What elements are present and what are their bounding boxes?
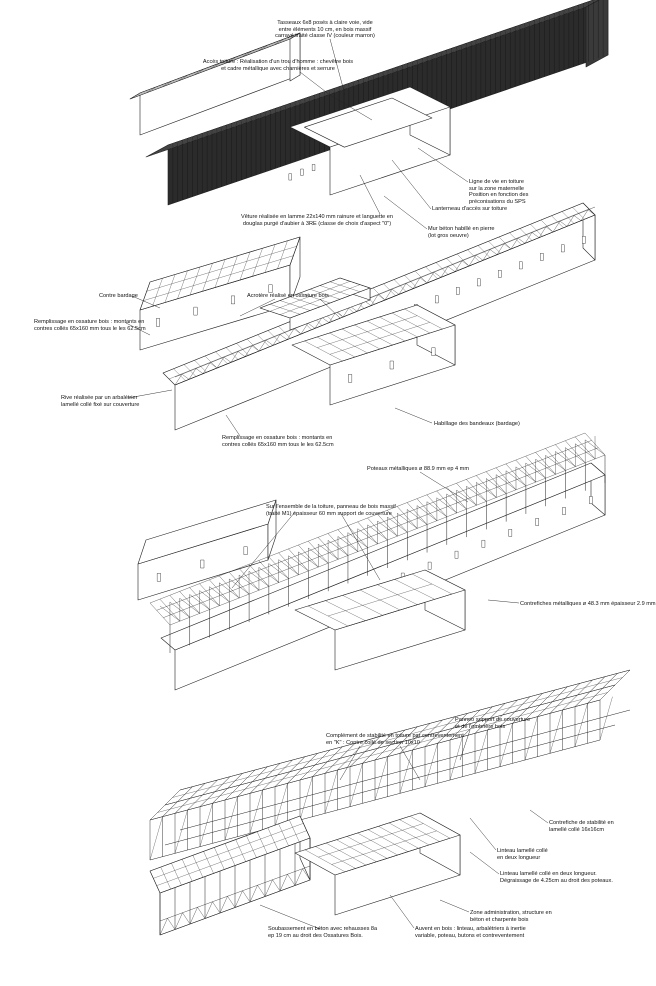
lower-wing-frame — [149, 815, 311, 936]
annotation-label: Contre bardage — [99, 293, 138, 299]
leader-line — [225, 414, 241, 437]
leader-line — [389, 894, 415, 929]
annotation-label: Remplissage en ossature bois : montants … — [222, 435, 334, 448]
annotation-label: Poteaux métalliques ø 88.9 mm ep 4 mm — [367, 466, 469, 472]
annotation-label: Habillage des bandeaux (bardage) — [434, 421, 520, 427]
leader-line — [239, 298, 276, 317]
annotation-label: Soubassement en béton avec rehausses 8a … — [268, 926, 378, 939]
leader-line — [359, 174, 381, 215]
annotation-label: Auvent en bois : linteau, arbalétriers à… — [415, 926, 526, 939]
annotation-label: Linteau lamellé collé en deux longueur — [497, 848, 548, 861]
west-wing-volume — [129, 32, 301, 136]
leader-line — [231, 511, 296, 589]
leader-line — [469, 851, 500, 875]
administration-structure — [294, 812, 461, 916]
leader-line — [131, 295, 161, 309]
annotation-label: Accès toiture : Réalisation d'un trou d'… — [202, 59, 354, 72]
leader-line — [329, 38, 346, 96]
annotation-label: Zone administration, structure en béton … — [470, 910, 552, 923]
leader-line — [394, 407, 433, 424]
leader-line — [299, 71, 373, 121]
classroom-wing-shell — [160, 462, 606, 691]
annotation-label: Remplissage en ossature bois : montants … — [34, 319, 146, 332]
annotation-label: Linteau lamellé collé en deux longueur. … — [500, 871, 613, 884]
primary-structure-frame — [149, 669, 631, 861]
annotation-label: Sur l'ensemble de la toiture, panneau de… — [266, 504, 396, 517]
leader-line — [529, 809, 549, 824]
administration-shell — [294, 569, 466, 671]
leader-line — [487, 599, 520, 604]
west-wing-frame — [139, 236, 301, 351]
leader-line — [399, 745, 421, 781]
annotation-label: Tasseaux 6x8 posés à claire voie, vide e… — [275, 20, 375, 40]
leader-line — [339, 745, 361, 781]
administration-frame — [291, 304, 456, 406]
leader-line — [259, 904, 321, 930]
annotation-label: Ligne de vie en toiture sur la zone mate… — [469, 179, 529, 205]
steel-space-frame-roof — [149, 432, 606, 653]
annotation-label: Contrefiche de stabilité en lamellé coll… — [549, 820, 614, 833]
leader-line — [439, 899, 470, 913]
administration-annex-volume — [289, 86, 451, 196]
annotation-label: Panneo support de couverture et de l'omb… — [455, 717, 531, 730]
west-wing-shell — [137, 499, 277, 601]
leader-line — [469, 817, 497, 851]
central-roof-frame — [259, 277, 371, 331]
annotation-label: Contrefiches métalliques ø 48.3 mm épais… — [520, 601, 656, 607]
annotation-label: Vêture réalisée en lamme 22x140 mm rainu… — [240, 214, 394, 227]
leader-line — [459, 729, 471, 761]
leader-line — [383, 195, 428, 230]
annotation-label: Lanterneau d'accès sur toiture — [432, 206, 508, 212]
annotation-label: Complément de stabilité en toiture par c… — [326, 733, 464, 746]
leader-line — [339, 511, 381, 581]
leader-line — [319, 298, 341, 319]
leader-line — [419, 471, 469, 503]
leader-line — [127, 389, 173, 399]
leader-line — [417, 147, 469, 183]
leader-line — [391, 159, 432, 210]
annotation-label: Mur béton habillé en pierre (lot gros oe… — [428, 226, 495, 239]
annotation-label: Acrotère réalisé en ossature bois — [247, 293, 329, 299]
annotation-label: Rive réalisée par un arbalétrier lamellé… — [61, 395, 140, 408]
leader-line — [125, 322, 151, 336]
